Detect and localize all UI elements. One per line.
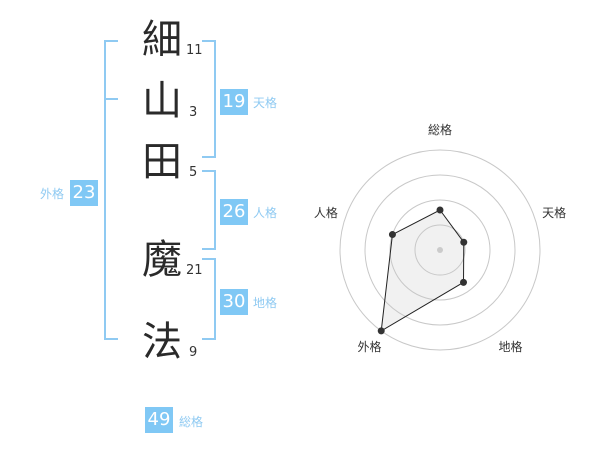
gaikaku-bracket-notch bbox=[104, 98, 118, 100]
chikaku-label: 地格 bbox=[253, 296, 278, 310]
gaikaku-value: 23 bbox=[70, 180, 98, 206]
radar-axis-label-3: 地格 bbox=[499, 339, 523, 354]
soukaku-value: 49 bbox=[145, 407, 173, 433]
tenkaku-value: 19 bbox=[220, 89, 248, 115]
name-char-1: 細 bbox=[142, 17, 182, 63]
tenkaku-bracket bbox=[202, 40, 216, 158]
radar-polygon bbox=[380, 209, 465, 332]
name-char-3: 田 bbox=[142, 139, 182, 185]
name-char-4: 魔 bbox=[142, 237, 182, 283]
radar-point-1 bbox=[436, 206, 444, 214]
jinkaku-value: 26 bbox=[220, 199, 248, 225]
jinkaku-label: 人格 bbox=[253, 206, 278, 220]
stroke-count-2: 3 bbox=[189, 105, 198, 120]
chikaku-value: 30 bbox=[220, 289, 248, 315]
soukaku-label: 総格 bbox=[179, 415, 204, 429]
radar-ring-3 bbox=[364, 174, 516, 326]
jinkaku-bracket bbox=[202, 170, 216, 250]
radar-point-4 bbox=[377, 327, 385, 335]
radar-ring-4 bbox=[339, 149, 541, 351]
radar-axis-label-4: 外格 bbox=[357, 339, 381, 354]
stroke-count-3: 5 bbox=[189, 165, 198, 180]
radar-ring-1 bbox=[414, 224, 466, 276]
radar-point-3 bbox=[460, 278, 468, 286]
stroke-count-4: 21 bbox=[186, 263, 203, 278]
radar-axis-label-5: 人格 bbox=[314, 205, 338, 220]
gaikaku-bracket bbox=[104, 40, 118, 340]
stroke-count-5: 9 bbox=[189, 345, 198, 360]
radar-center bbox=[437, 247, 443, 253]
radar-point-2 bbox=[460, 238, 468, 246]
tenkaku-label: 天格 bbox=[253, 96, 278, 110]
radar-point-5 bbox=[388, 231, 396, 239]
radar-ring-2 bbox=[389, 199, 491, 301]
gaikaku-label: 外格 bbox=[40, 187, 65, 201]
radar-axis-label-2: 天格 bbox=[542, 205, 566, 220]
stroke-count-1: 11 bbox=[186, 43, 203, 58]
name-char-5: 法 bbox=[142, 319, 182, 365]
name-char-2: 山 bbox=[142, 78, 182, 124]
radar-axis-label-1: 総格 bbox=[428, 122, 452, 137]
chikaku-bracket bbox=[202, 258, 216, 340]
